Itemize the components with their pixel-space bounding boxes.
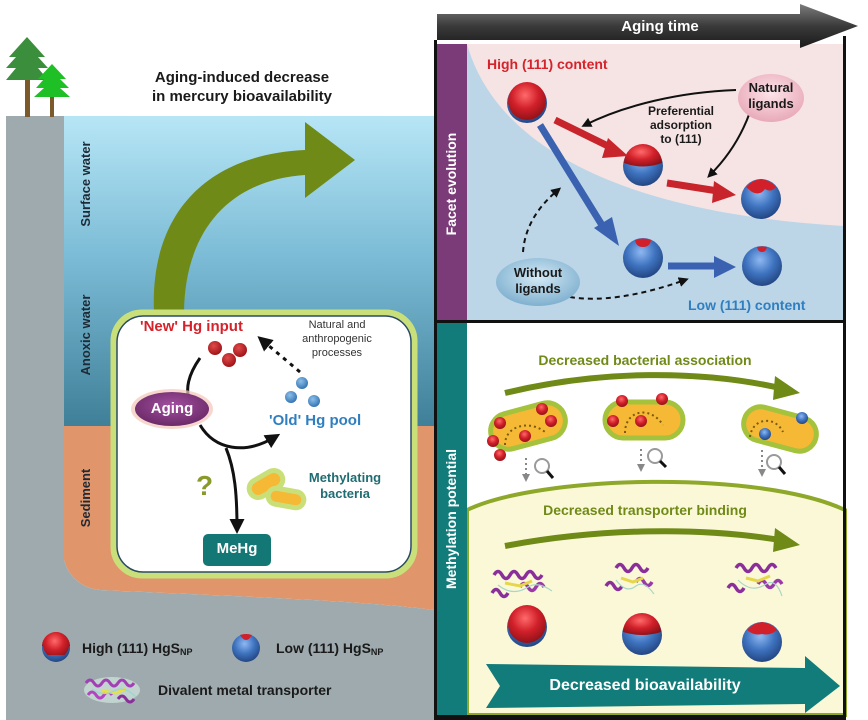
new-hg-particle: [208, 341, 222, 355]
legend-transporter-label: Divalent metal transporter: [158, 682, 332, 698]
cycle-arc-to-old: [198, 424, 281, 450]
bacterial-association-arrow: [504, 372, 781, 396]
high-content-label: High (111) content: [487, 56, 608, 72]
facet-evolution-label: Facet evolution: [443, 132, 459, 236]
zone-label-surface-water: Surface water: [78, 141, 93, 227]
arrow-to-mehg: [224, 447, 245, 534]
bacteria-icon: [246, 468, 307, 511]
diagram-title: Aging-induced decrease in mercury bioava…: [122, 68, 362, 106]
natural-ligands-ellipse: [738, 74, 804, 122]
natural-ligands-label: Natural ligands: [738, 80, 804, 112]
new-hg-input-label: 'New' Hg input: [140, 318, 243, 335]
zone-label-anoxic-water: Anoxic water: [78, 294, 93, 376]
big-olive-arrow: [153, 122, 355, 312]
bioavailability-label: Decreased bioavailability: [549, 677, 741, 694]
old-hg-particle: [296, 377, 308, 389]
no-ligand-arrow: [522, 187, 562, 253]
particle-aged-ligands: [741, 179, 781, 219]
bioavailability-arrow: [486, 656, 840, 713]
ligand-arrow: [707, 111, 751, 178]
methylation-potential-label: Methylation potential: [443, 449, 459, 589]
processes-line-1: Natural and: [308, 319, 366, 331]
legend-high-subscript: NP: [180, 647, 193, 657]
magnifier-icon: [758, 450, 787, 477]
legend-low-particle: [232, 634, 260, 662]
rock-column: [6, 116, 64, 720]
old-hg-pool-label: 'Old' Hg pool: [269, 412, 362, 429]
new-hg-particle: [222, 353, 236, 367]
particle-high: [507, 82, 547, 123]
aging-time-arrow: [437, 4, 858, 48]
particle-bound-low: [742, 622, 782, 662]
legend-low-label: Low (111) HgSNP: [276, 640, 383, 657]
title-line-2: in mercury bioavailability: [151, 88, 333, 105]
magnifier-icon: [522, 458, 555, 482]
transporter-binding-label: Decreased transporter binding: [543, 502, 747, 518]
new-hg-particle: [233, 343, 247, 357]
no-ligand-arrow: [569, 277, 689, 300]
preferential-line-2: adsorption: [650, 118, 712, 132]
without-ligands-label: Without ligands: [500, 265, 576, 297]
particle-low: [742, 246, 782, 286]
particle-mid-high: [623, 144, 663, 186]
zone-label-sediment: Sediment: [78, 468, 93, 528]
legend-high-label: High (111) HgSNP: [82, 640, 193, 657]
red-arrow: [553, 116, 614, 152]
particle-bound-high: [507, 605, 547, 647]
aging-label: Aging: [150, 400, 194, 417]
mehg-box: [203, 534, 271, 566]
transporter-binding-arrow: [504, 528, 781, 549]
processes-label: Natural and anthropogenic processes: [282, 318, 392, 360]
transporter-protein: [490, 569, 553, 599]
old-hg-particle: [308, 395, 320, 407]
ligand-arrow: [581, 89, 737, 127]
preferential-adsorption-label: Preferential adsorption to (111): [640, 104, 722, 146]
preferential-line-3: to (111): [660, 132, 702, 146]
transporter-icon: [84, 677, 140, 704]
red-arrow: [666, 179, 719, 195]
legend-low-text: Low (111) HgS: [276, 640, 371, 656]
legend-low-subscript: NP: [370, 647, 384, 657]
natural-ligands-line-1: Natural: [748, 80, 794, 95]
bacterium-few-particles: [741, 404, 819, 454]
methylating-bacteria-label: Methylating bacteria: [300, 470, 390, 502]
question-mark: ?: [196, 470, 214, 501]
bacterium-some-particles: [602, 393, 686, 441]
aging-ellipse: [135, 392, 209, 426]
low-content-label: Low (111) content: [688, 297, 806, 313]
legend-high-particle: [42, 632, 70, 662]
transporter-protein: [604, 562, 655, 595]
bacterial-association-label: Decreased bacterial association: [538, 352, 752, 368]
methylation-side-bar: [437, 323, 467, 715]
processes-line-2: anthropogenic: [302, 333, 372, 345]
magnifier-icon: [637, 448, 668, 472]
preferential-line-1: Preferential: [647, 104, 715, 118]
panel-divider: [434, 40, 437, 720]
legend-high-text: High (111) HgS: [82, 640, 181, 656]
methylating-line-2: bacteria: [320, 486, 370, 501]
mehg-label: MeHg: [216, 540, 258, 557]
particle-mid-low: [623, 238, 663, 278]
aging-time-label: Aging time: [621, 18, 699, 35]
facet-side-bar: [437, 44, 467, 322]
title-line-1: Aging-induced decrease: [154, 69, 330, 86]
without-ligands-line-2: ligands: [515, 281, 561, 296]
methylating-line-1: Methylating: [308, 470, 382, 485]
blue-arrow: [537, 123, 608, 232]
tree-icon: [6, 37, 48, 117]
processes-line-3: processes: [311, 347, 363, 359]
natural-ligands-line-2: ligands: [748, 96, 794, 111]
without-ligands-ellipse: [496, 258, 580, 306]
without-ligands-line-1: Without: [513, 265, 563, 280]
bacterium-many-particles: [487, 400, 568, 461]
old-hg-particle: [285, 391, 297, 403]
tree-icon: [34, 64, 70, 117]
particle-bound-mid: [622, 613, 662, 655]
transporter-protein: [726, 562, 784, 597]
